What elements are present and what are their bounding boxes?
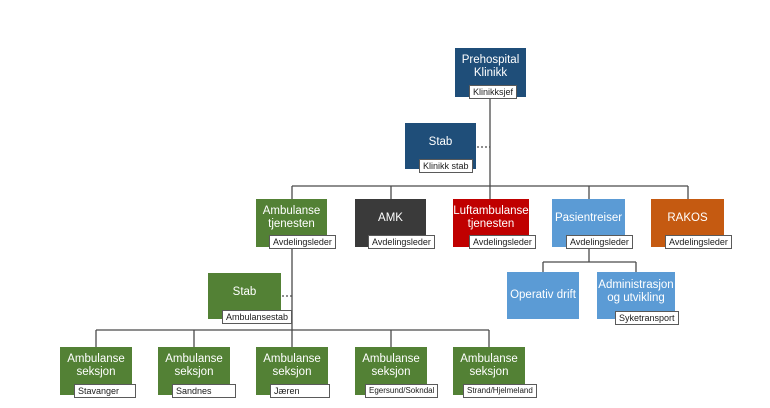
section-tag: Jæren (270, 384, 330, 398)
role-tag: Avdelingsleder (368, 235, 435, 249)
role-tag: Avdelingsleder (665, 235, 732, 249)
node-title: Pasientreiser (554, 212, 623, 224)
role-tag: Ambulansestab (222, 310, 293, 324)
node-title: Stab (232, 286, 257, 298)
node-title: AMK (378, 212, 403, 224)
node-title: Operativ drift (510, 289, 576, 301)
node-title: RAKOS (667, 212, 708, 224)
node-title: Ambulanse seksjon (165, 353, 223, 378)
section-tag: Strand/Hjelmeland (463, 384, 537, 398)
role-tag: Avdelingsleder (566, 235, 633, 249)
section-tag: Egersund/Sokndal (365, 384, 439, 398)
node-title: Stab (428, 136, 453, 148)
node-title: Ambulanse seksjon (67, 353, 125, 378)
role-tag: Klinikksjef (469, 85, 518, 99)
role-tag: Klinikk stab (419, 159, 473, 173)
node-title: Administrasjon og utvikling (598, 279, 674, 304)
node-title: Ambulanse seksjon (263, 353, 321, 378)
node-operativ-drift: Operativ drift (507, 272, 579, 319)
role-tag: Avdelingsleder (469, 235, 536, 249)
node-title: Luftambulanse tjenesten (453, 205, 529, 230)
node-title: Ambulanse seksjon (362, 353, 420, 378)
role-tag: Syketransport (615, 311, 679, 325)
section-tag: Stavanger (74, 384, 136, 398)
node-title: Ambulanse seksjon (460, 353, 518, 378)
node-title: Ambulanse tjenesten (262, 205, 321, 230)
section-tag: Sandnes (172, 384, 236, 398)
role-tag: Avdelingsleder (269, 235, 336, 249)
node-title: Prehospital Klinikk (461, 54, 520, 79)
